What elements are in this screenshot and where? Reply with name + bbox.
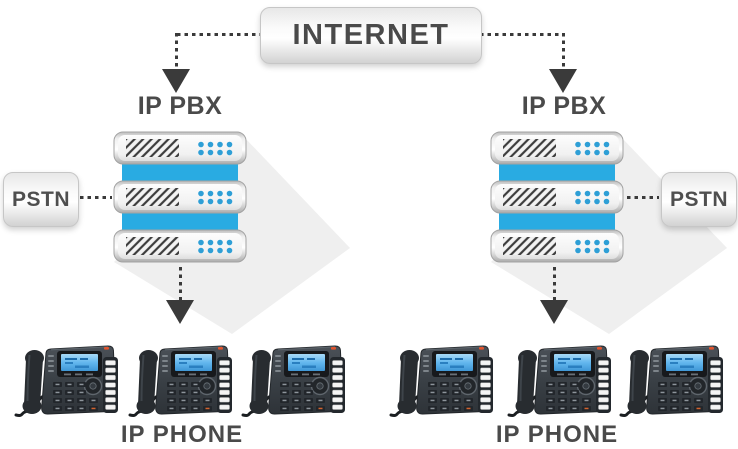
ip-phone-icon: [12, 325, 122, 419]
connector-internet-left: [177, 33, 260, 36]
pbx-label-left: IP PBX: [137, 92, 223, 120]
connector-internet-left-drop: [175, 33, 178, 69]
server-stack-left-icon: [113, 131, 247, 264]
ip-phone-icon: [505, 325, 615, 419]
pstn-node-left: PSTN: [3, 172, 79, 227]
ip-phone-icon: [239, 325, 349, 419]
arrow-down-right-bottom-icon: [540, 300, 568, 324]
internet-node: INTERNET: [260, 7, 482, 64]
connector-pstn-left: [80, 196, 112, 199]
connector-internet-right: [480, 33, 564, 36]
ip-phone-icon: [126, 325, 236, 419]
ip-phone-icon: [617, 325, 727, 419]
pstn-node-right: PSTN: [661, 172, 737, 227]
pstn-label-right: PSTN: [669, 187, 728, 211]
phone-label-right: IP PHONE: [495, 421, 619, 448]
pstn-label-left: PSTN: [11, 187, 70, 211]
ip-phone-icon: [387, 325, 497, 419]
arrow-down-left-top-icon: [162, 69, 190, 93]
connector-pbx-phones-right: [553, 267, 556, 300]
internet-label: INTERNET: [292, 19, 450, 51]
connector-internet-right-drop: [562, 33, 565, 69]
connector-pbx-phones-left: [179, 267, 182, 300]
pbx-label-right: IP PBX: [521, 92, 607, 120]
arrow-down-right-top-icon: [549, 69, 577, 93]
phone-label-left: IP PHONE: [120, 421, 244, 448]
server-stack-right-icon: [490, 131, 624, 264]
connector-pstn-right: [627, 196, 659, 199]
arrow-down-left-bottom-icon: [166, 300, 194, 324]
